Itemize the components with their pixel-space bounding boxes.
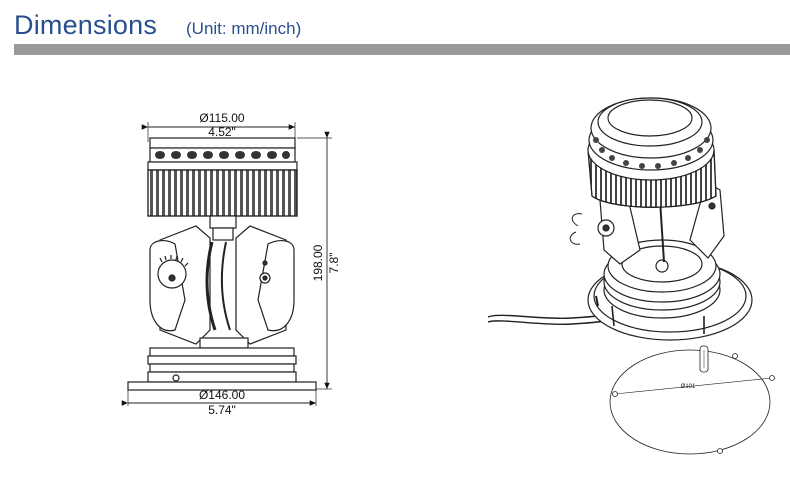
page-title: Dimensions xyxy=(14,10,158,40)
top-diameter-in: 4.52" xyxy=(208,125,236,139)
height-in: 7.8" xyxy=(327,253,341,274)
isometric-view xyxy=(487,97,775,455)
top-diameter-mm: Ø115.00 xyxy=(199,111,244,125)
base-diameter-mm: Ø146.00 xyxy=(199,388,245,402)
base-diameter-in: 5.74" xyxy=(208,403,236,417)
height-mm: 198.00 xyxy=(311,244,325,281)
cutout-label: Ø101 xyxy=(681,384,696,390)
header-rule xyxy=(14,44,790,55)
front-view xyxy=(121,122,332,406)
header: Dimensions (Unit: mm/inch) xyxy=(0,0,790,60)
unit-note: (Unit: mm/inch) xyxy=(186,19,302,38)
